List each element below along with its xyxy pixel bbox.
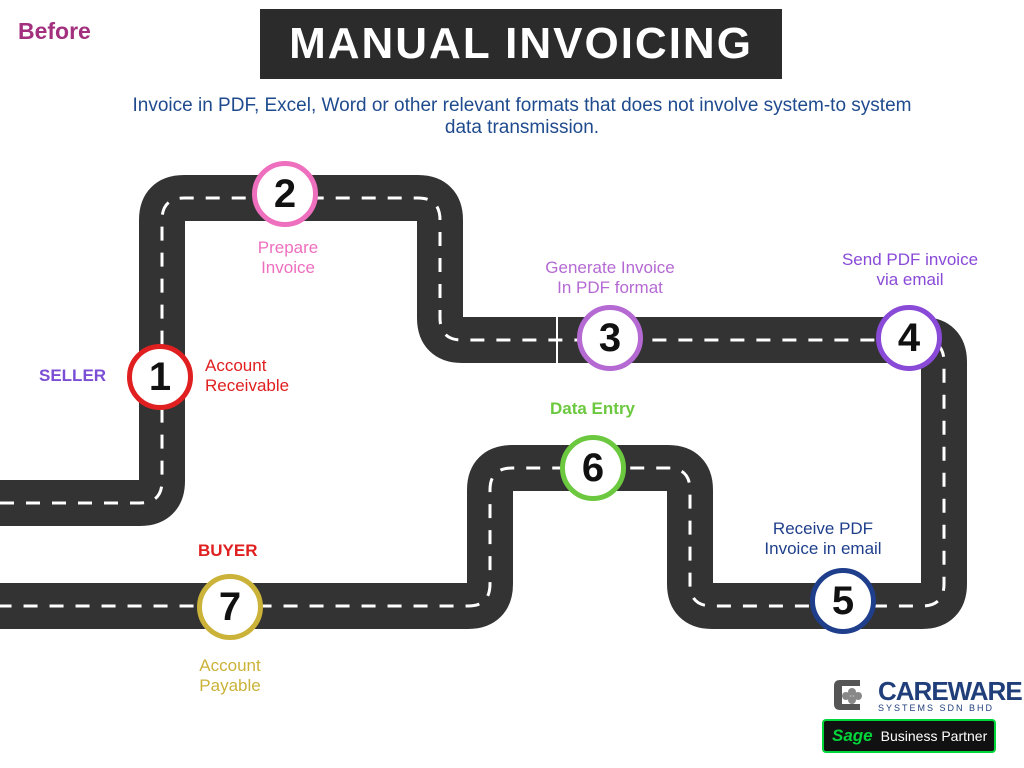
sage-partner-text: Business Partner	[880, 728, 988, 744]
step-6-number: 6	[581, 445, 605, 490]
seller-role-label: SELLER	[39, 366, 107, 385]
step-2-label-line2: Invoice	[261, 258, 315, 277]
step-1-label: Account Receivable	[205, 356, 289, 396]
step-4-label: Send PDF invoice via email	[820, 250, 1000, 290]
page-title: MANUAL INVOICING	[289, 19, 753, 68]
step-4-number: 4	[897, 315, 921, 360]
step-5-label-line2: Invoice in email	[764, 539, 882, 558]
step-7-label: Account Payable	[170, 656, 290, 696]
step-6-node: 6	[560, 435, 626, 501]
step-7-number: 7	[218, 584, 242, 629]
step-7-label-line2: Payable	[199, 676, 261, 695]
sage-partner-badge: Sage Business Partner	[822, 719, 996, 753]
step-5-node: 5	[810, 568, 876, 634]
step-5-label-line1: Receive PDF	[772, 519, 874, 538]
step-1-label-line2: Receivable	[205, 376, 290, 395]
step-2-label: Prepare Invoice	[228, 238, 348, 278]
step-6-label: Data Entry	[520, 399, 665, 419]
step-6-label-line1: Data Entry	[549, 399, 636, 418]
road-center-line	[0, 196, 946, 608]
careware-name: CAREWARE	[878, 676, 1023, 706]
step-3-number: 3	[598, 315, 622, 360]
step-1-number: 1	[148, 354, 172, 399]
step-2-node: 2	[252, 161, 318, 227]
step-3-label: Generate Invoice In PDF format	[520, 258, 700, 298]
step-3-label-line2: In PDF format	[557, 278, 663, 297]
step-4-label-line2: via email	[876, 270, 944, 289]
sage-wordmark: Sage	[832, 726, 873, 745]
title-banner: MANUAL INVOICING	[260, 9, 782, 79]
step-3-node: 3	[577, 305, 643, 371]
before-label: Before	[18, 18, 91, 44]
step-4-node: 4	[876, 305, 942, 371]
step-1-label-line1: Account	[205, 356, 267, 375]
step-2-number: 2	[273, 171, 297, 216]
step-7-node: 7	[197, 574, 263, 640]
step-5-label: Receive PDF Invoice in email	[738, 519, 908, 559]
step-1-node: 1	[127, 344, 193, 410]
step-5-number: 5	[831, 578, 855, 623]
step-4-label-line1: Send PDF invoice	[841, 250, 979, 269]
buyer-role-label: BUYER	[198, 541, 258, 560]
careware-logo-icon	[834, 680, 862, 710]
step-3-label-line1: Generate Invoice	[545, 258, 675, 277]
step-7-label-line1: Account	[199, 656, 261, 675]
careware-subtitle: SYSTEMS SDN BHD	[878, 703, 995, 713]
step-2-label-line1: Prepare	[257, 238, 319, 257]
subtitle: Invoice in PDF, Excel, Word or other rel…	[132, 95, 912, 138]
